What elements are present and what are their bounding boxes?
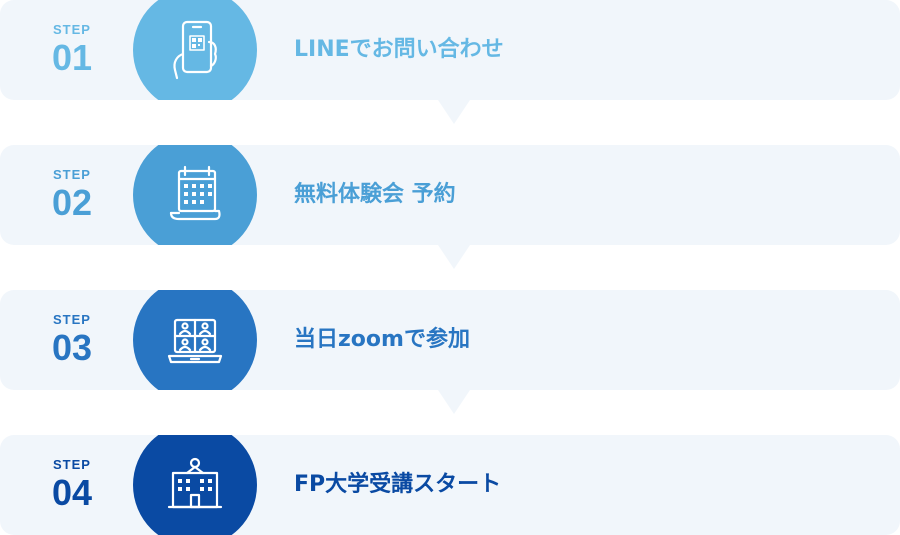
step-number: 03 — [51, 327, 93, 368]
step-title: FP大学受講スタート — [294, 472, 502, 497]
step-icon-circle — [133, 145, 257, 245]
step-icon-circle — [133, 290, 257, 390]
step-title: LINEでお問い合わせ — [294, 37, 504, 62]
step-title: 当日zoomで参加 — [294, 327, 470, 352]
down-arrow — [438, 100, 470, 124]
step-03: STEP 03 当日zoomで参加 — [0, 290, 900, 414]
smartphone-qr-icon — [173, 20, 217, 80]
step-label: STEP — [53, 312, 91, 327]
step-number: 02 — [51, 182, 93, 223]
zoom-laptop-icon — [167, 318, 223, 364]
down-arrow — [438, 390, 470, 414]
step-title: 無料体験会 予約 — [294, 182, 456, 207]
school-building-icon — [167, 457, 223, 509]
step-icon-circle — [133, 0, 257, 100]
down-arrow — [438, 245, 470, 269]
step-number: 04 — [51, 472, 93, 513]
step-02: STEP 02 無料体験会 予約 — [0, 145, 900, 269]
step-label: STEP — [53, 457, 91, 472]
step-label: STEP — [53, 167, 91, 182]
step-04: STEP 04 FP大学受講スタート — [0, 435, 900, 535]
step-icon-circle — [133, 435, 257, 535]
calendar-icon — [169, 165, 221, 221]
step-number: 01 — [51, 37, 93, 78]
step-01: STEP 01 LINEでお問い合わせ — [0, 0, 900, 124]
step-label: STEP — [53, 22, 91, 37]
